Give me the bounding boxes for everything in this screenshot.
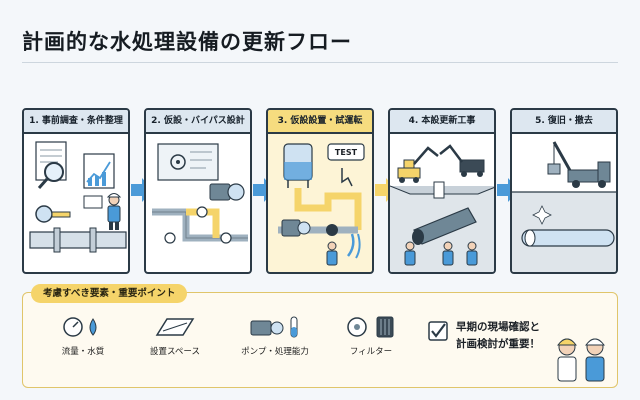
construction-illustration bbox=[390, 144, 494, 272]
worker-icon bbox=[404, 241, 416, 266]
filter-icon bbox=[347, 316, 394, 338]
point-label: 設置スペース bbox=[150, 347, 200, 357]
valve-icon bbox=[326, 224, 338, 236]
step-5-card: 5. 復旧・撤去 bbox=[510, 108, 618, 274]
key-points-panel: 考慮すべき要素・重要ポイント 流量・水質 設置スペース ポンプ・処理能力 bbox=[22, 284, 618, 388]
excavator-icon bbox=[439, 144, 485, 177]
workers-icon bbox=[556, 338, 606, 382]
gauge-icon bbox=[63, 317, 97, 337]
point-space: 設置スペース bbox=[129, 315, 221, 357]
point-label: フィルター bbox=[349, 347, 393, 357]
pointer-hand-icon bbox=[341, 168, 353, 187]
restoration-illustration bbox=[512, 141, 616, 272]
step-2-title: 2. 仮設・バイパス設計 bbox=[146, 110, 250, 134]
pump-icon bbox=[250, 316, 298, 338]
excavator-icon bbox=[397, 146, 439, 183]
checkmark-icon bbox=[428, 321, 448, 341]
title-divider bbox=[22, 62, 618, 63]
pipe-shape bbox=[521, 229, 615, 247]
pump-icon bbox=[209, 183, 245, 201]
worker-icon bbox=[442, 241, 454, 266]
step-2-card: 2. 仮設・バイパス設計 bbox=[144, 108, 252, 274]
sparkle-icon bbox=[532, 205, 552, 225]
test-badge: TEST bbox=[335, 148, 358, 157]
area-icon bbox=[155, 318, 195, 336]
step-1-card: 1. 事前調査・条件整理 bbox=[22, 108, 130, 274]
crane-truck-icon bbox=[547, 141, 611, 188]
point-flow-quality: 流量・水質 bbox=[37, 315, 129, 357]
pipe-shape bbox=[29, 231, 127, 249]
key-message-line-2: 計画検討が重要！ bbox=[456, 338, 540, 350]
point-label: 流量・水質 bbox=[61, 347, 105, 357]
survey-illustration bbox=[29, 141, 127, 253]
point-pump: ポンプ・処理能力 bbox=[229, 315, 321, 357]
pump-icon bbox=[281, 219, 311, 237]
valve-icon bbox=[196, 206, 208, 218]
point-label: ポンプ・処理能力 bbox=[241, 347, 309, 357]
key-message: 早期の現場確認と 計画検討が重要！ bbox=[456, 319, 540, 353]
worker-icon bbox=[326, 241, 338, 266]
tape-measure-icon bbox=[35, 205, 53, 223]
page-title: 計画的な水処理設備の更新フロー bbox=[22, 30, 352, 54]
step-4-title: 4. 本設更新工事 bbox=[390, 110, 494, 134]
blueprint-icon bbox=[157, 143, 219, 181]
step-3-card: 3. 仮設設置・試運転 TEST bbox=[266, 108, 374, 274]
step-3-title: 3. 仮設設置・試運転 bbox=[268, 110, 372, 134]
worker-icon bbox=[466, 241, 478, 266]
point-filter: フィルター bbox=[325, 315, 417, 357]
step-1-title: 1. 事前調査・条件整理 bbox=[24, 110, 128, 134]
test-run-illustration: TEST bbox=[278, 143, 365, 266]
tank-icon bbox=[283, 143, 313, 188]
magnifier-icon bbox=[44, 162, 64, 182]
key-message-line-1: 早期の現場確認と bbox=[456, 321, 540, 333]
step-5-title: 5. 復旧・撤去 bbox=[512, 110, 616, 134]
pipe-shape bbox=[412, 207, 477, 245]
worker-icon bbox=[106, 193, 122, 230]
bypass-design-illustration bbox=[152, 143, 248, 244]
step-4-card: 4. 本設更新工事 bbox=[388, 108, 496, 274]
key-points-header: 考慮すべき要素・重要ポイント bbox=[31, 284, 188, 303]
